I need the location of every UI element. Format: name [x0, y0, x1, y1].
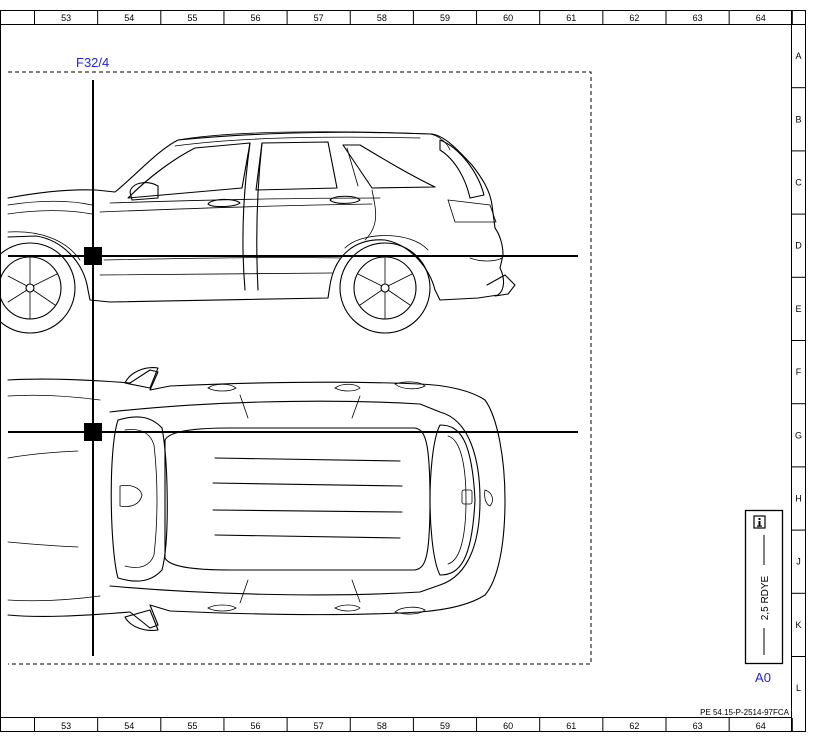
- document-id: PE 54.15-P-2514-97FCA: [700, 708, 790, 717]
- column-index-54: 54: [124, 13, 134, 23]
- column-index-57: 57: [314, 13, 324, 23]
- row-index-L: L: [796, 683, 801, 693]
- row-index-F: F: [796, 367, 802, 377]
- row-index-J: J: [796, 557, 801, 567]
- row-index-H: H: [795, 494, 802, 504]
- column-index-59: 59: [440, 13, 450, 23]
- view-boundary: [8, 71, 592, 665]
- row-index-C: C: [795, 178, 802, 188]
- row-index-D: D: [795, 241, 802, 251]
- row-index-B: B: [795, 114, 801, 124]
- info-icon[interactable]: [753, 515, 766, 529]
- column-index-62: 62: [629, 721, 639, 731]
- location-crosshair: [8, 80, 578, 656]
- wire-legend: 2,5 RDYE: [744, 509, 784, 665]
- column-index-56: 56: [251, 721, 261, 731]
- column-index-61: 61: [566, 13, 576, 23]
- column-index-59: 59: [440, 721, 450, 731]
- column-index-62: 62: [629, 13, 639, 23]
- column-index-53: 53: [61, 13, 71, 23]
- component-marker-side[interactable]: [84, 247, 102, 265]
- column-index-57: 57: [314, 721, 324, 731]
- car-top-view: [7, 367, 506, 631]
- column-index-61: 61: [566, 721, 576, 731]
- view-label: F32/4: [76, 55, 109, 70]
- column-index-63: 63: [693, 13, 703, 23]
- component-marker-top[interactable]: [84, 423, 102, 441]
- column-index-60: 60: [503, 13, 513, 23]
- row-index-K: K: [795, 620, 801, 630]
- column-index-bottom: 53 54 55 56 57 58 59 60 61 62 63 64: [34, 718, 793, 732]
- drawing-frame: [0, 10, 806, 732]
- row-index-right: A B C D E F G H J K L: [791, 24, 806, 693]
- column-index-58: 58: [377, 13, 387, 23]
- row-index-A: A: [795, 51, 801, 61]
- column-index-63: 63: [693, 721, 703, 731]
- column-index-58: 58: [377, 721, 387, 731]
- row-index-G: G: [795, 430, 802, 440]
- column-index-56: 56: [251, 13, 261, 23]
- column-index-55: 55: [187, 721, 197, 731]
- column-index-54: 54: [124, 721, 134, 731]
- column-index-64: 64: [756, 13, 766, 23]
- row-index-E: E: [795, 304, 801, 314]
- reference-label: A0: [755, 670, 771, 685]
- column-index-60: 60: [503, 721, 513, 731]
- car-side-view: [0, 131, 516, 334]
- wire-spec-label: 2,5 RDYE: [760, 575, 771, 620]
- column-index-55: 55: [187, 13, 197, 23]
- column-index-64: 64: [756, 721, 766, 731]
- column-index-top: 53 54 55 56 57 58 59 60 61 62 63 64: [34, 10, 793, 24]
- column-index-53: 53: [61, 721, 71, 731]
